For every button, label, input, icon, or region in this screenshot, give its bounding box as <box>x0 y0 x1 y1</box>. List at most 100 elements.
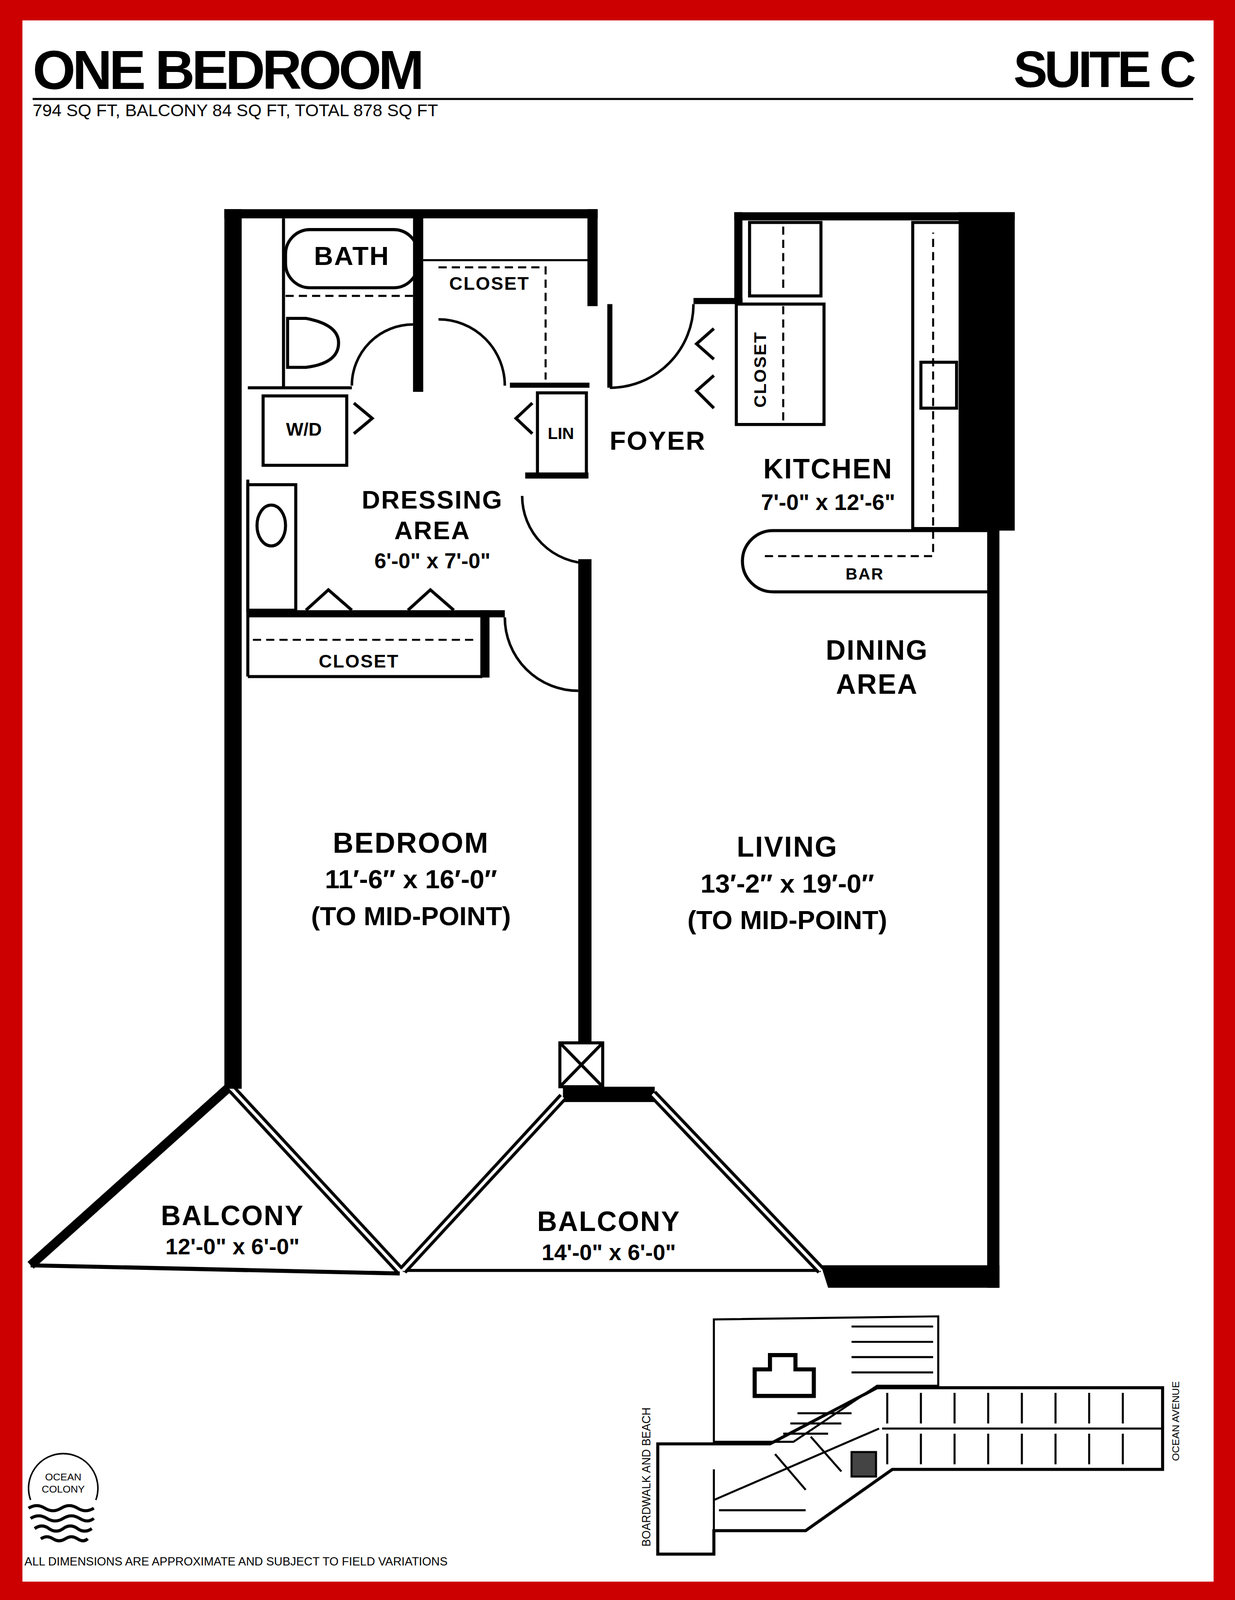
room-label: BEDROOM11′-6″ x 16′-0″(TO MID-POINT) <box>311 823 511 935</box>
kitchen-counter <box>742 222 988 592</box>
room-name: DINING AREA <box>825 633 929 701</box>
plan-title: ONE BEDROOM <box>32 37 421 102</box>
foyer-closet <box>736 303 824 425</box>
room-dimension: 13′-2″ x 19′-0″ <box>700 864 874 902</box>
suite-name: SUITE C <box>1013 40 1194 99</box>
site-map <box>882 1426 1163 1429</box>
site-map <box>851 1355 934 1358</box>
room-name: KITCHEN <box>763 452 893 486</box>
column <box>559 1042 603 1087</box>
closet-door <box>696 375 714 408</box>
wall <box>224 208 1015 1288</box>
sink <box>247 484 296 610</box>
closet-door <box>407 589 454 610</box>
site-map <box>718 1508 806 1511</box>
logo <box>28 1453 99 1541</box>
door-swing <box>351 303 694 691</box>
site-map <box>790 1422 842 1425</box>
room-name: BALCONY <box>537 1206 681 1237</box>
washer-dryer <box>353 402 373 434</box>
door-swing <box>504 617 579 691</box>
closet-rod <box>252 226 934 640</box>
site-map <box>851 1340 934 1343</box>
room-name: CLOSET <box>318 649 400 673</box>
wall-line <box>423 259 590 261</box>
wall <box>820 1265 1000 1288</box>
door-swing <box>521 495 590 564</box>
balcony-outline <box>402 1268 821 1272</box>
area-summary: 794 SQ FT, BALCONY 84 SQ FT, TOTAL 878 S… <box>32 100 438 121</box>
column <box>559 1042 603 1087</box>
foyer-closet <box>736 303 824 425</box>
room-name: BEDROOM <box>332 823 490 861</box>
site-map <box>1088 1392 1091 1424</box>
site-map <box>987 1392 990 1424</box>
site-map <box>987 1433 990 1464</box>
column <box>559 1042 603 1087</box>
bathtub <box>285 229 419 288</box>
washer-dryer <box>262 395 347 466</box>
closet-rod <box>782 226 784 292</box>
wall <box>224 208 598 219</box>
site-map <box>851 1371 934 1374</box>
wall <box>587 208 598 306</box>
wall <box>562 1086 655 1102</box>
room-label: KITCHEN7'-0" x 12'-6" <box>761 452 896 520</box>
site-map <box>713 1468 715 1554</box>
logo-text: OCEAN <box>45 1470 82 1483</box>
wall <box>734 212 743 305</box>
room-name: BATH <box>313 240 390 272</box>
room-name: FOYER <box>609 425 706 456</box>
site-map <box>886 1433 888 1464</box>
site-map <box>920 1433 922 1464</box>
site-map <box>953 1433 956 1464</box>
wall-line <box>247 674 483 678</box>
door-swing <box>607 303 613 388</box>
page-frame <box>22 20 1214 1582</box>
room-label: BALCONY12'-0" x 6'-0" <box>160 1200 305 1262</box>
room-name: BALCONY <box>160 1200 305 1232</box>
window <box>652 1093 821 1270</box>
balcony-outline <box>30 1265 401 1274</box>
logo <box>28 1453 99 1500</box>
room-dimension: 6'-0" x 7'-0" <box>374 545 491 577</box>
room-label: CLOSET <box>750 330 771 408</box>
room-label: BATH <box>313 240 390 272</box>
site-map <box>1088 1433 1091 1464</box>
logo <box>34 1525 92 1531</box>
street-label: BOARDWALK AND BEACH <box>640 1407 654 1547</box>
room-label: LIVING13′-2″ x 19′-0″(TO MID-POINT) <box>687 828 888 939</box>
room-name: CLOSET <box>750 330 771 408</box>
toilet <box>287 318 339 368</box>
door-swing <box>351 324 414 386</box>
wall <box>224 208 243 1089</box>
site-map <box>713 1427 880 1500</box>
wall <box>480 609 490 678</box>
bathtub <box>285 229 419 296</box>
site-map <box>851 1324 934 1327</box>
room-name: CLOSET <box>449 272 530 295</box>
site-map <box>657 1387 1163 1554</box>
room-name: LIN <box>547 423 575 444</box>
site-map <box>657 1316 1163 1554</box>
room-dimension: 14'-0" x 6'-0" <box>541 1236 677 1268</box>
wall <box>509 382 590 388</box>
room-dimension: (TO MID-POINT) <box>311 897 511 935</box>
site-map <box>810 1436 842 1471</box>
window <box>402 1096 563 1270</box>
room-name: DRESSING AREA <box>361 484 504 546</box>
site-map <box>851 1451 876 1477</box>
street-label: OCEAN AVENUE <box>1169 1380 1182 1461</box>
room-dimension: 11′-6″ x 16′-0″ <box>324 860 497 898</box>
window <box>232 1089 821 1270</box>
site-map <box>920 1392 922 1424</box>
site-map <box>1054 1433 1057 1464</box>
closet-door <box>696 328 714 360</box>
kitchen-counter <box>749 222 821 296</box>
room-label: BALCONY14'-0" x 6'-0" <box>537 1206 681 1268</box>
wall-line <box>247 385 352 389</box>
wall-line <box>247 218 590 677</box>
logo <box>30 1515 94 1521</box>
